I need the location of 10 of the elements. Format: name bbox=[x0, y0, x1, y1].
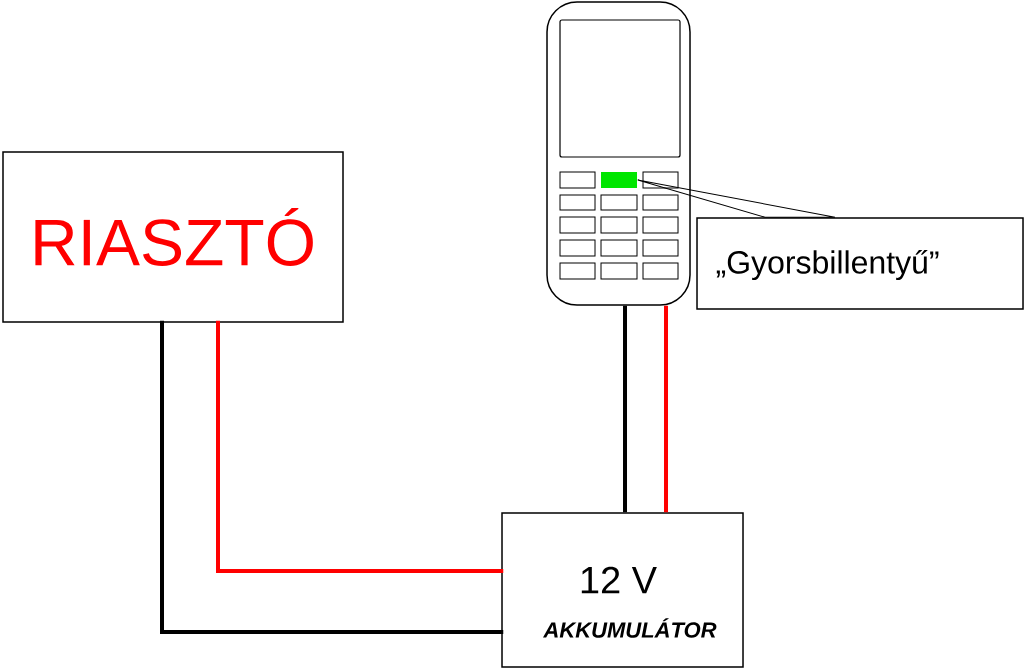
alarm-box: RIASZTÓ bbox=[2, 151, 344, 323]
battery-box: 12 V AKKUMULÁTOR bbox=[501, 512, 744, 668]
key bbox=[601, 172, 637, 188]
wire bbox=[664, 305, 668, 513]
wire bbox=[623, 305, 627, 513]
callout-pointer bbox=[637, 179, 836, 218]
phone-drawing bbox=[546, 1, 691, 306]
callout-box: „Gyorsbillentyű” bbox=[696, 217, 1024, 310]
wire bbox=[160, 320, 504, 634]
wire bbox=[216, 320, 504, 573]
